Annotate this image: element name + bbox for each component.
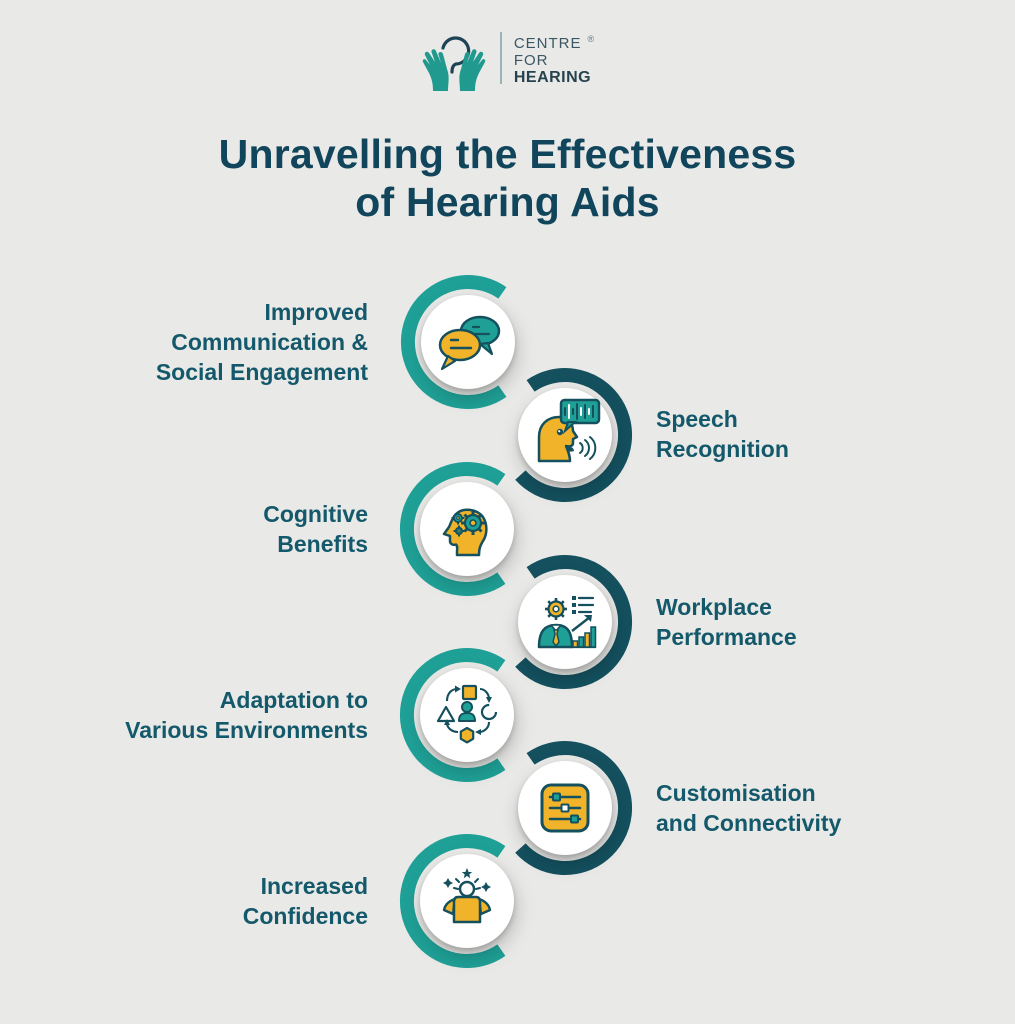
logo-word-hearing: HEARING	[513, 68, 592, 86]
logo-divider	[499, 32, 502, 84]
adaptation-cycle-icon	[436, 684, 498, 744]
label-improved-communication: Improved Communication & Social Engageme…	[155, 299, 368, 385]
logo: CENTRE® FOR HEARING	[0, 24, 1015, 92]
label-customisation-connectivity: Customisation and Connectivity	[656, 780, 842, 836]
logo-word-centre: CENTRE®	[513, 33, 596, 52]
left-hand	[422, 49, 449, 91]
title-line-2: of Hearing Aids	[355, 179, 660, 225]
label-workplace-performance: Workplace Performance	[656, 594, 797, 650]
brain-gears-icon	[442, 508, 488, 557]
label-adaptation-environments: Adaptation to Various Environments	[125, 687, 368, 743]
node-workplace-performance	[518, 575, 612, 669]
page-title: Unravelling the Effectiveness of Hearing…	[0, 130, 1015, 226]
workplace-performance-icon	[537, 596, 597, 649]
logo-word-for: FOR	[513, 51, 549, 69]
ring-adaptation	[400, 648, 506, 782]
registered-mark: ®	[587, 33, 596, 44]
ring-speech-recognition	[515, 368, 632, 503]
audio-sliders-icon	[540, 783, 590, 833]
title-line-1: Unravelling the Effectiveness	[218, 131, 797, 177]
label-cognitive-benefits: Cognitive Benefits	[263, 501, 368, 557]
right-hand	[459, 49, 486, 91]
ring-cognitive-benefits	[400, 462, 506, 596]
hands-cupping-ear-icon	[422, 36, 486, 91]
speech-recognition-icon	[537, 398, 601, 463]
ring-improved-communication	[401, 275, 507, 409]
chat-bubbles-icon	[438, 315, 501, 371]
ring-customisation	[515, 741, 632, 876]
ring-workplace-performance	[515, 555, 632, 690]
label-speech-recognition: Speech Recognition	[656, 406, 789, 462]
logo-text: CENTRE® FOR HEARING	[514, 31, 595, 86]
label-increased-confidence: Increased Confidence	[242, 873, 368, 929]
ring-increased-confidence	[400, 834, 506, 968]
confident-person-icon	[442, 868, 492, 924]
